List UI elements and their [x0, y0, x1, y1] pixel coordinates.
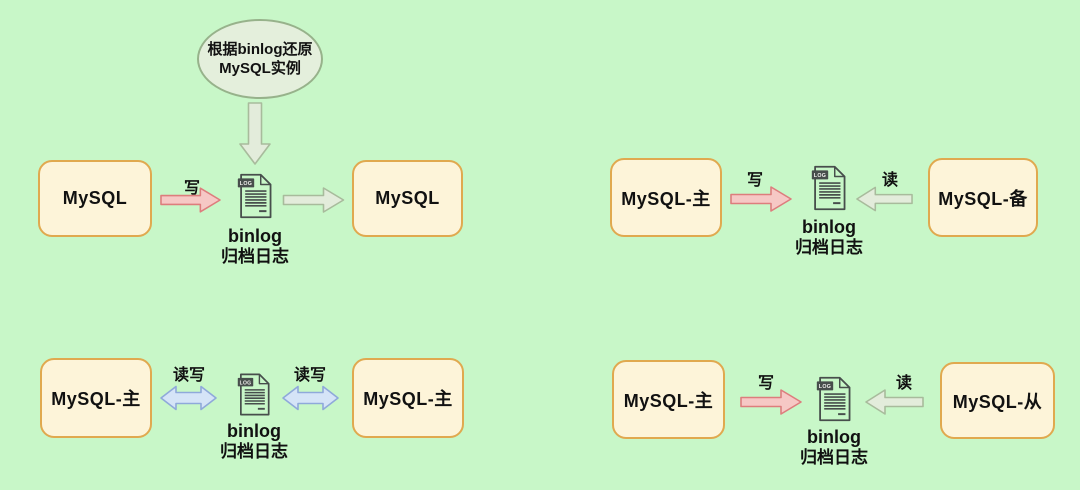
- down-arrow-icon: [239, 102, 271, 165]
- node-label: MySQL: [375, 188, 440, 208]
- right-arrow-icon: [160, 187, 221, 213]
- node-mysql-master-2: MySQL-主: [612, 360, 725, 439]
- binlog-subtitle: 归档日志: [220, 442, 288, 461]
- left-arrow-icon: [865, 389, 924, 415]
- binlog-title: binlog: [802, 217, 856, 237]
- node-mysql-source: MySQL: [38, 160, 152, 237]
- node-mysql-slave: MySQL-从: [940, 362, 1055, 439]
- node-mysql-backup: MySQL-备: [928, 158, 1038, 237]
- binlog-caption: binlog 归档日志: [194, 421, 314, 463]
- log-badge-text: LOG: [819, 384, 831, 390]
- node-mysql-restored: MySQL: [352, 160, 463, 237]
- right-arrow-icon: [730, 186, 792, 212]
- read-arrow-label: 读: [895, 375, 912, 392]
- double-arrow-icon: [282, 385, 339, 411]
- binlog-subtitle: 归档日志: [800, 448, 868, 467]
- binlog-title: binlog: [227, 421, 281, 441]
- node-mysql-master: MySQL-主: [610, 158, 722, 237]
- binlog-caption: binlog 归档日志: [769, 217, 889, 259]
- write-arrow-label: 写: [757, 375, 774, 392]
- read-write-arrow-label: 读写: [172, 367, 205, 384]
- read-write-arrow-label: 读写: [293, 367, 326, 384]
- node-mysql-master-a: MySQL-主: [40, 358, 152, 438]
- restore-note-line2: MySQL实例: [219, 60, 301, 77]
- right-arrow-icon: [282, 187, 345, 213]
- log-badge-text: LOG: [814, 173, 826, 179]
- node-label: MySQL-主: [621, 188, 711, 209]
- log-file-icon: LOG: [811, 165, 846, 211]
- log-file-icon: LOG: [237, 373, 270, 416]
- binlog-caption: binlog 归档日志: [774, 427, 894, 469]
- binlog-subtitle: 归档日志: [221, 247, 289, 266]
- node-label: MySQL-主: [623, 390, 714, 411]
- restore-note-ellipse: 根据binlog还原 MySQL实例: [197, 19, 323, 99]
- binlog-caption: binlog 归档日志: [195, 226, 315, 268]
- node-label: MySQL-主: [51, 389, 141, 409]
- log-file-icon: LOG: [816, 376, 851, 422]
- left-arrow-icon: [856, 186, 913, 212]
- binlog-subtitle: 归档日志: [795, 238, 863, 257]
- double-arrow-icon: [160, 385, 217, 411]
- log-file-icon: LOG: [237, 173, 272, 219]
- node-label: MySQL: [62, 188, 128, 208]
- node-label: MySQL-备: [938, 188, 1028, 209]
- binlog-title: binlog: [228, 226, 282, 246]
- log-badge-text: LOG: [240, 181, 252, 187]
- read-arrow-label: 读: [881, 172, 898, 189]
- node-label: MySQL-主: [363, 389, 453, 409]
- restore-note-line1: 根据binlog还原: [207, 41, 313, 58]
- right-arrow-icon: [740, 389, 802, 415]
- node-label: MySQL-从: [952, 391, 1043, 412]
- log-badge-text: LOG: [240, 380, 252, 386]
- write-arrow-label: 写: [183, 180, 200, 197]
- binlog-title: binlog: [807, 427, 861, 447]
- node-mysql-master-b: MySQL-主: [352, 358, 464, 438]
- write-arrow-label: 写: [746, 172, 763, 189]
